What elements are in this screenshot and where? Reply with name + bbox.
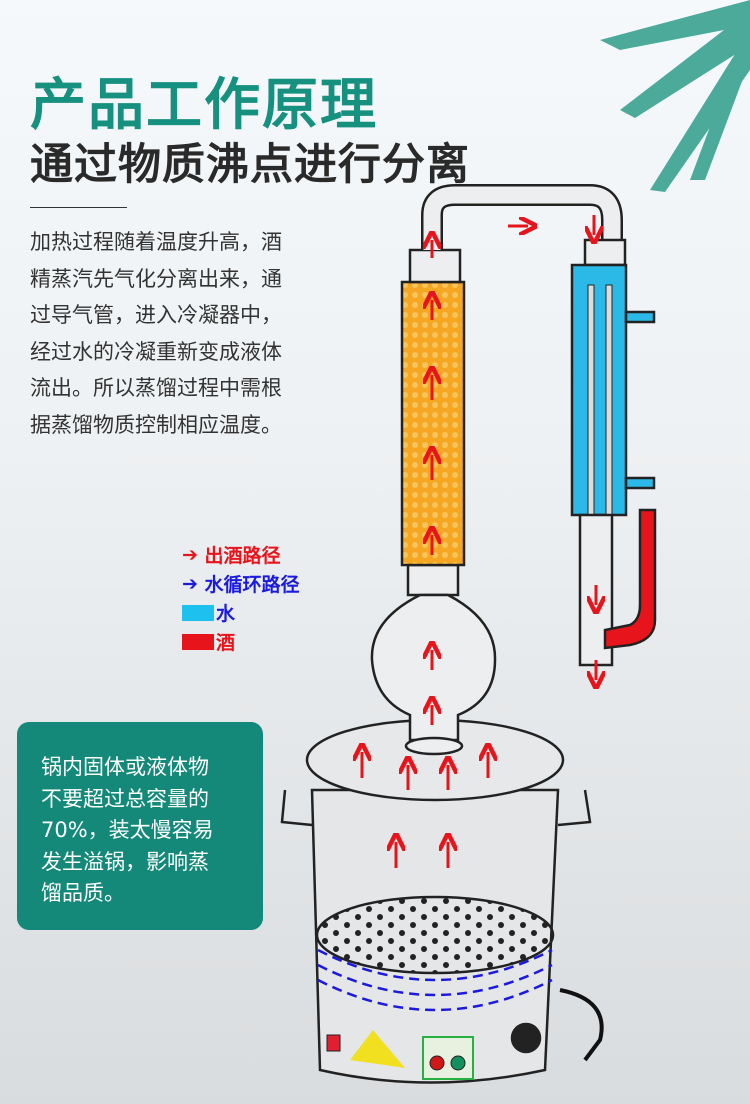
note-line: 70%，装太慢容易 xyxy=(41,818,214,842)
temperature-knob xyxy=(510,1022,542,1054)
description-line: 据蒸馏物质控制相应温度。 xyxy=(30,412,282,437)
power-cord xyxy=(559,988,604,1062)
description: 加热过程随着温度升高，酒 精蒸汽先气化分离出来，通 过导气管，进入冷凝器中， 经… xyxy=(30,224,330,443)
capacity-note: 锅内固体或液体物 不要超过总容量的 70%，装太慢容易 发生溢锅，影响蒸 馏品质… xyxy=(17,722,263,930)
description-line: 经过水的冷凝重新变成液体 xyxy=(30,339,282,364)
description-line: 过导气管，进入冷凝器中， xyxy=(30,303,282,327)
red-arrow-icon: ➔ xyxy=(182,543,205,566)
note-line: 不要超过总容量的 xyxy=(41,786,209,811)
description-line: 流出。所以蒸馏过程中需根 xyxy=(30,376,282,400)
description-line: 精蒸汽先气化分离出来，通 xyxy=(30,266,282,291)
page-subtitle: 通过物质沸点进行分离 xyxy=(30,140,470,190)
power-switch xyxy=(326,1034,341,1052)
note-line: 锅内固体或液体物 xyxy=(41,755,209,779)
palm-leaf-decoration xyxy=(600,0,750,192)
note-line: 发生溢锅，影响蒸 xyxy=(41,849,209,874)
alcohol-swatch xyxy=(182,633,214,650)
pot xyxy=(280,718,592,1084)
legend-alcohol-path: ➔ 出酒路径 xyxy=(182,543,281,568)
alcohol-path-arrows xyxy=(362,215,596,868)
packed-column xyxy=(400,248,466,567)
page-title: 产品工作原理 xyxy=(30,73,378,138)
warning-label xyxy=(350,1030,405,1068)
condenser xyxy=(570,238,657,667)
legend-water: 水 xyxy=(182,598,300,627)
divider xyxy=(30,207,127,208)
legend: ➔ 出酒路径 ➔ 水循环路径 水 酒 xyxy=(182,540,300,656)
legend-water-path: ➔ 水循环路径 xyxy=(182,572,300,597)
description-line: 加热过程随着温度升高，酒 xyxy=(30,230,282,254)
legend-alcohol: 酒 xyxy=(182,627,300,656)
water-swatch xyxy=(182,604,214,621)
control-panel xyxy=(422,1036,474,1080)
note-line: 馏品质。 xyxy=(41,881,125,905)
blue-arrow-icon: ➔ xyxy=(182,572,205,595)
